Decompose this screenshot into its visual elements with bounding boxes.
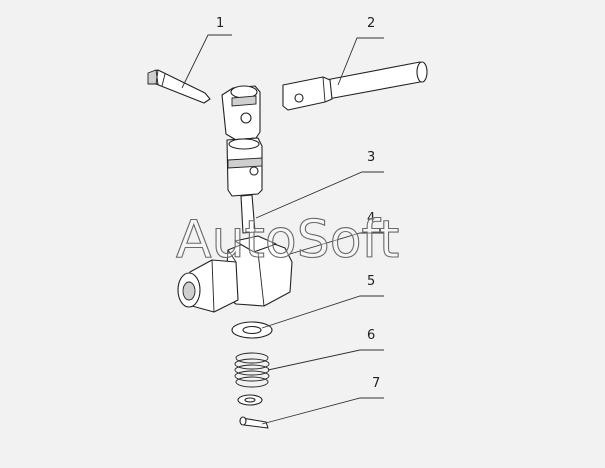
part-5-washer <box>231 321 273 339</box>
callout-numbers: 1 2 3 4 5 6 7 <box>216 16 380 391</box>
callout-6: 6 <box>367 328 375 343</box>
callout-2: 2 <box>367 16 375 31</box>
callout-1: 1 <box>216 16 224 31</box>
callout-4: 4 <box>367 211 375 226</box>
part-7-small-pin <box>239 416 269 429</box>
leader-lines <box>181 34 384 425</box>
callout-5: 5 <box>367 274 375 289</box>
part-1-pin <box>147 69 211 104</box>
callout-3: 3 <box>367 150 375 165</box>
callout-7: 7 <box>372 376 380 391</box>
part-6-spring <box>234 352 270 406</box>
lever-shaft <box>221 85 263 234</box>
watermark: AutoSoft <box>176 210 399 270</box>
part-4-valve-body <box>177 235 293 313</box>
part-2-rod <box>282 61 428 111</box>
